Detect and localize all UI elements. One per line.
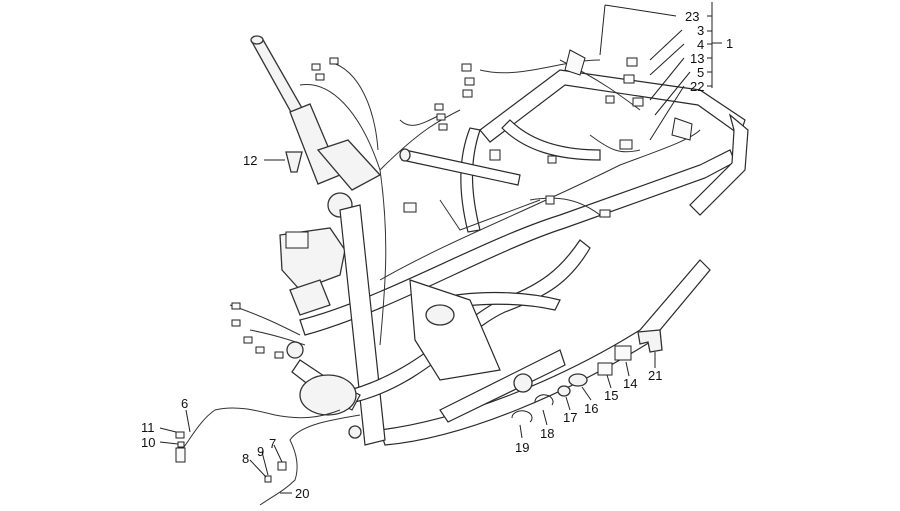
part-6-sensor-cable (175, 407, 341, 463)
callout-19: 19 (515, 440, 529, 455)
callout-4: 4 (697, 37, 704, 52)
callout-18: 18 (540, 426, 554, 441)
callout-21: 21 (648, 368, 662, 383)
callout-22: 22 (690, 79, 704, 94)
part-21-bracket (637, 329, 663, 353)
callout-labels: 23 3 4 1 13 5 22 12 21 14 15 16 17 18 19… (141, 9, 733, 501)
part-20-cable (259, 414, 361, 506)
callout-14: 14 (623, 376, 637, 391)
part-8-9-screws (264, 461, 287, 483)
handlebar-tube (250, 35, 382, 191)
callout-7: 7 (269, 436, 276, 451)
callout-3: 3 (697, 23, 704, 38)
callout-12: 12 (243, 153, 257, 168)
leader-lines (159, 2, 722, 494)
callout-10: 10 (141, 435, 155, 450)
part-15-connector (597, 362, 613, 376)
chassis-frame (291, 69, 749, 446)
callout-9: 9 (257, 444, 264, 459)
callout-23: 23 (685, 9, 699, 24)
callout-11: 11 (141, 420, 155, 435)
callout-1: 1 (726, 36, 733, 51)
callout-20: 20 (295, 486, 309, 501)
callout-6: 6 (181, 396, 188, 411)
callout-5: 5 (697, 65, 704, 80)
callout-15: 15 (604, 388, 618, 403)
part-17-ring (557, 385, 571, 397)
part-18-ring (534, 394, 554, 406)
part-16-clamp (568, 373, 588, 387)
callout-8: 8 (242, 451, 249, 466)
callout-17: 17 (563, 410, 577, 425)
part-10-11-fasteners (175, 431, 185, 448)
part-19-ring (511, 410, 533, 423)
callout-13: 13 (690, 51, 704, 66)
part-12-push-rivet (285, 151, 303, 173)
part-14-connector (614, 345, 632, 361)
callout-16: 16 (584, 401, 598, 416)
harness-connectors (231, 49, 693, 359)
